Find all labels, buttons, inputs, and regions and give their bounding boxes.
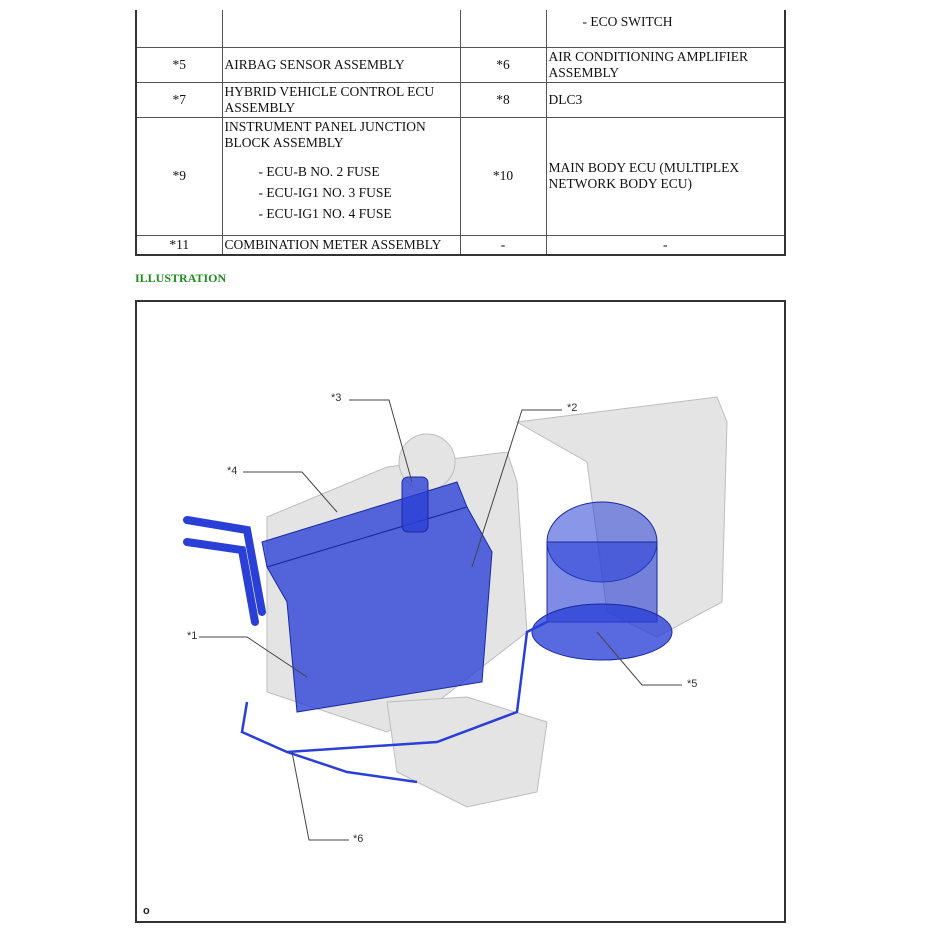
- table-row: *5 AIRBAG SENSOR ASSEMBLY *6 AIR CONDITI…: [135, 46, 786, 83]
- cell-desc: - ECO SWITCH: [545, 10, 786, 48]
- cell-desc: MAIN BODY ECU (MULTIPLEX NETWORK BODY EC…: [545, 116, 786, 236]
- cell-desc: INSTRUMENT PANEL JUNCTION BLOCK ASSEMBLY…: [221, 116, 461, 236]
- cell-num: -: [459, 234, 547, 256]
- callout-4: *4: [227, 465, 238, 477]
- cell-desc: [221, 10, 461, 48]
- parts-table: - ECO SWITCH *5 AIRBAG SENSOR ASSEMBLY *…: [135, 10, 786, 256]
- table-row: *7 HYBRID VEHICLE CONTROL ECU ASSEMBLY *…: [135, 81, 786, 118]
- cell-num: [459, 10, 547, 48]
- callout-2: *2: [567, 402, 578, 414]
- callout-5: *5: [687, 678, 698, 690]
- table-row: *11 COMBINATION METER ASSEMBLY - -: [135, 234, 786, 256]
- hvac-unit-diagram: [183, 396, 728, 841]
- cell-num: [135, 10, 223, 48]
- cell-title: INSTRUMENT PANEL JUNCTION BLOCK ASSEMBLY: [224, 118, 426, 150]
- cell-num: *6: [459, 46, 547, 83]
- callout-6: *6: [353, 833, 364, 845]
- fuse-item: - ECU-IG1 NO. 4 FUSE: [258, 205, 392, 221]
- callout-1: *1: [187, 630, 198, 642]
- corner-mark: o: [143, 905, 150, 917]
- cell-desc: AIR CONDITIONING AMPLIFIER ASSEMBLY: [545, 46, 786, 83]
- fuse-item: - ECU-IG1 NO. 3 FUSE: [258, 184, 392, 200]
- cell-num: *9: [135, 116, 223, 236]
- cell-num: *11: [135, 234, 223, 256]
- cell-desc: HYBRID VEHICLE CONTROL ECU ASSEMBLY: [221, 81, 461, 118]
- cell-desc: COMBINATION METER ASSEMBLY: [221, 234, 461, 256]
- cell-num: *8: [459, 81, 547, 118]
- illustration-frame: *3 *2 *4 *1 *5 *6 o: [135, 300, 786, 923]
- callout-3: *3: [331, 392, 342, 404]
- section-title: ILLUSTRATION: [135, 271, 227, 285]
- table-row: - ECO SWITCH: [135, 10, 786, 48]
- cell-desc: DLC3: [545, 81, 786, 118]
- cell-num: *10: [459, 116, 547, 236]
- fuse-item: - ECU-B NO. 2 FUSE: [258, 163, 380, 179]
- cell-num: *7: [135, 81, 223, 118]
- cell-desc: AIRBAG SENSOR ASSEMBLY: [221, 46, 461, 83]
- table-row: *9 INSTRUMENT PANEL JUNCTION BLOCK ASSEM…: [135, 116, 786, 236]
- cell-num: *5: [135, 46, 223, 83]
- cell-desc: -: [545, 234, 786, 256]
